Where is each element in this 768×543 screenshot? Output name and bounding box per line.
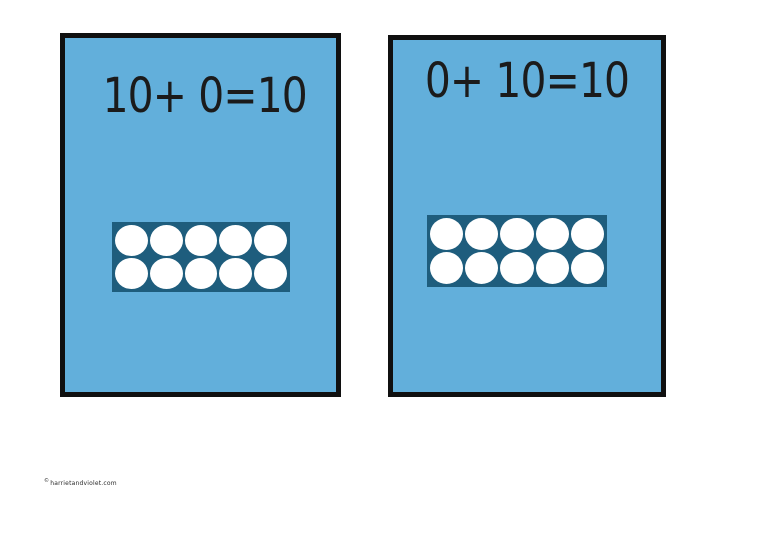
watermark-text: harrietandviolet.com [50, 480, 117, 487]
ten-frame-dot [465, 218, 499, 250]
ten-frame-dot [430, 218, 464, 250]
ten-frame-dot [430, 252, 464, 284]
ten-frame-dot [500, 218, 534, 250]
ten-frame-dot [465, 252, 499, 284]
watermark: ©harrietandviolet.com [44, 477, 117, 488]
ten-frame-dot [254, 225, 287, 256]
ten-frame-dot [535, 218, 569, 250]
ten-frame-dot [500, 252, 534, 284]
equation-text: 10+ 0=10 [102, 68, 308, 124]
ten-frame-dot [115, 225, 148, 256]
ten-frame-dot [219, 225, 253, 256]
ten-frame-dot [254, 258, 287, 289]
ten-frame-dot [149, 258, 183, 289]
copyright-symbol: © [44, 478, 50, 484]
ten-frame-dot [535, 252, 569, 284]
ten-frame-dot [219, 258, 253, 289]
ten-frame-dot [115, 258, 148, 289]
flashcard-10-plus-0: 10+ 0=10 [60, 33, 341, 397]
ten-frame [427, 215, 607, 287]
ten-frame-dot [149, 225, 183, 256]
ten-frame-dot [570, 218, 604, 250]
ten-frame-dot [184, 258, 218, 289]
flashcard-0-plus-10: 0+ 10=10 [388, 35, 666, 397]
ten-frame-dot [570, 252, 604, 284]
ten-frame-dot [184, 225, 218, 256]
equation-text: 0+ 10=10 [424, 53, 630, 109]
ten-frame [112, 222, 290, 292]
